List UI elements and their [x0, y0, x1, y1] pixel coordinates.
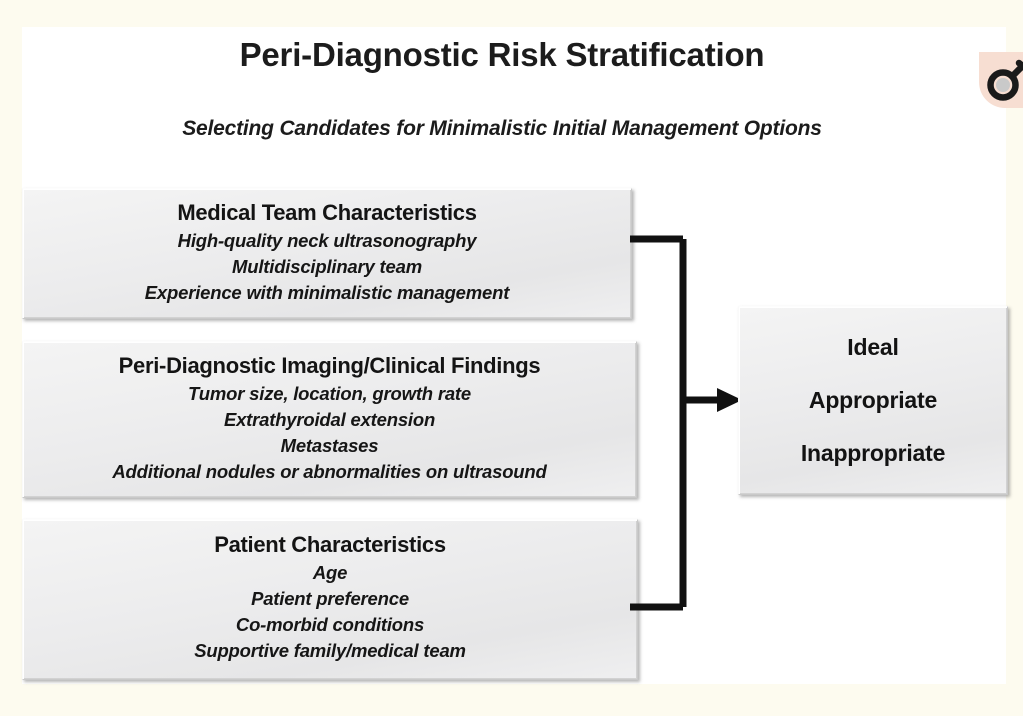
box-line: Co-morbid conditions [235, 614, 425, 635]
outcome-line-appropriate: Appropriate [808, 387, 938, 413]
box-line: High-quality neck ultrasonography [177, 230, 477, 251]
outcome-box-suitability[interactable]: Ideal Appropriate Inappropriate [738, 306, 1008, 495]
hand-mirror-icon [979, 52, 1023, 108]
box-line: Additional nodules or abnormalities on u… [112, 461, 547, 482]
input-box-peri-diagnostic-imaging[interactable]: Peri-Diagnostic Imaging/Clinical Finding… [22, 341, 637, 498]
page-subtitle: Selecting Candidates for Minimalistic In… [182, 117, 822, 140]
page-title: Peri-Diagnostic Risk Stratification [239, 36, 765, 73]
box-line: Metastases [280, 435, 379, 456]
box-line: Experience with minimalistic management [144, 282, 510, 303]
input-box-medical-team[interactable]: Medical Team Characteristics High-qualit… [22, 188, 632, 319]
box-line: Patient preference [251, 588, 409, 609]
box-title: Peri-Diagnostic Imaging/Clinical Finding… [118, 353, 541, 378]
outcome-line-inappropriate: Inappropriate [800, 440, 946, 466]
box-line: Multidisciplinary team [232, 256, 422, 277]
hand-mirror-glyph [987, 59, 1023, 101]
box-title: Patient Characteristics [214, 532, 446, 557]
box-title: Medical Team Characteristics [177, 200, 477, 225]
box-line: Supportive family/medical team [194, 640, 466, 661]
box-line: Age [312, 562, 348, 583]
box-line: Tumor size, location, growth rate [188, 383, 471, 404]
outcome-line-ideal: Ideal [847, 334, 899, 360]
input-box-patient-characteristics[interactable]: Patient Characteristics Age Patient pref… [22, 519, 638, 680]
box-line: Extrathyroidal extension [223, 409, 436, 430]
